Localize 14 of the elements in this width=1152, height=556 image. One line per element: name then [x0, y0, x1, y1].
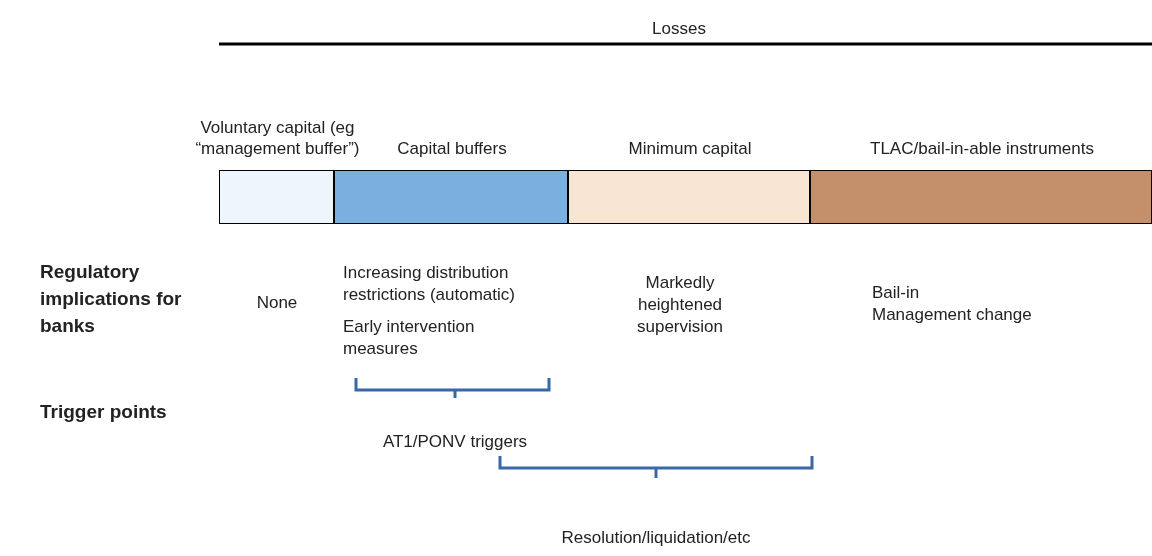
row-heading: Trigger points	[40, 400, 168, 424]
implication-text: None	[255, 292, 299, 314]
segment-heading: TLAC/bail-in-able instruments	[869, 138, 1095, 159]
trigger-text: AT1/PONV triggers	[381, 431, 529, 453]
axis-title: Losses	[651, 18, 707, 40]
implication-text: Management change	[872, 304, 1033, 326]
trigger-text: Resolution/liquidation/etc	[560, 527, 752, 549]
implication-text: Increasing distribution restrictions (automatic)	[343, 262, 516, 306]
segment-heading: Minimum capital	[627, 138, 753, 159]
implication-text: Bail-in	[872, 282, 921, 304]
segment-heading: Voluntary capital (eg “management buffer”)	[194, 117, 361, 159]
implication-text: Markedly heightened supervision	[636, 272, 724, 338]
implication-text: Early intervention measures	[343, 316, 476, 360]
row-heading: Regulatory implications for banks	[40, 260, 183, 338]
